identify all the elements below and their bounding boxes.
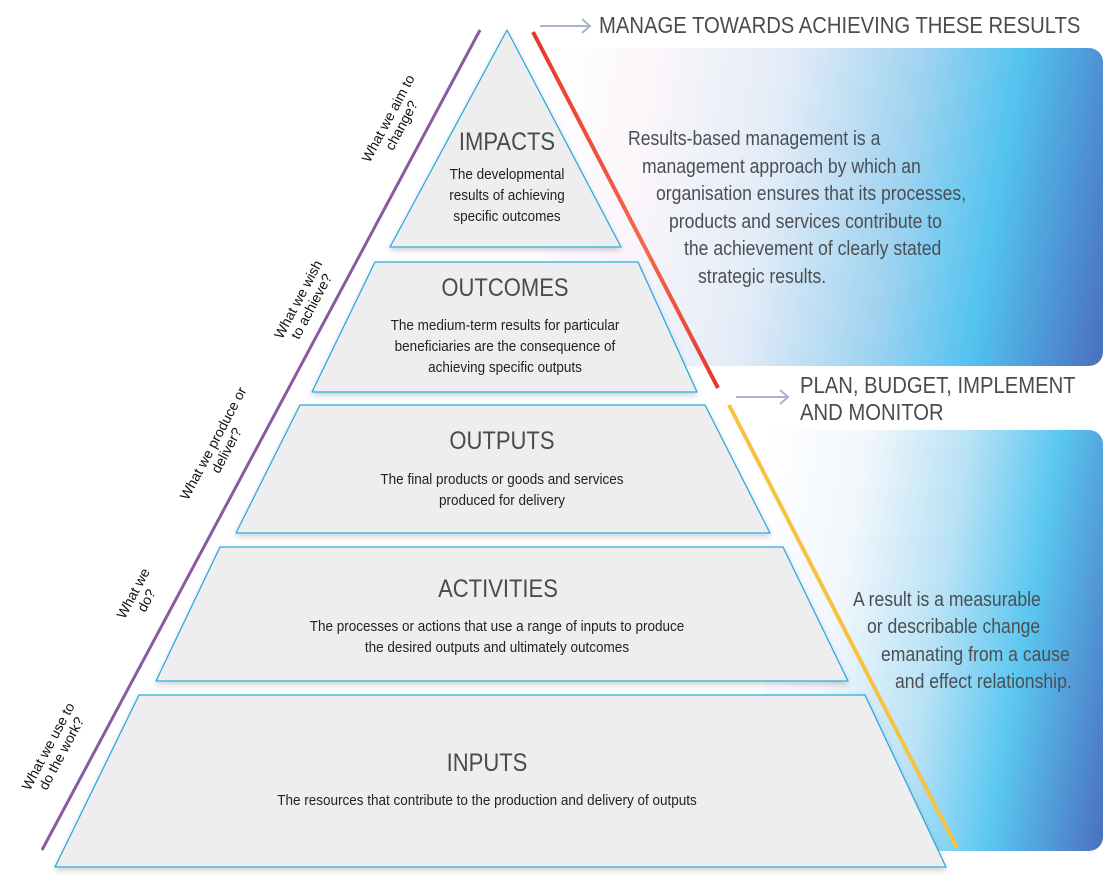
tier-outcomes <box>311 261 698 393</box>
yellow-plan-line <box>727 404 959 849</box>
desc-line: specific outcomes <box>453 208 561 225</box>
tier-title-inputs: INPUTS <box>446 749 528 777</box>
desc-line: The developmental <box>449 166 565 183</box>
desc-line: The processes or actions that use a rang… <box>309 618 685 635</box>
desc-line: The medium-term results for particular <box>390 317 620 334</box>
header-manage-results: MANAGE TOWARDS ACHIEVING THESE RESULTS <box>599 12 1081 38</box>
tier-outputs <box>235 404 771 534</box>
quote-line: and effect relationship. <box>895 671 1072 693</box>
tier-title-outcomes: OUTCOMES <box>441 274 569 302</box>
tier-inputs <box>54 694 947 868</box>
header-plan-line2: AND MONITOR <box>800 399 944 425</box>
quote-line: strategic results. <box>698 266 827 288</box>
tier-desc-inputs: The resources that contribute to the pro… <box>217 790 757 811</box>
desc-line: beneficiaries are the consequence of <box>394 338 616 355</box>
quote-line: management approach by which an <box>642 156 921 178</box>
quote-line: emanating from a cause <box>881 644 1070 666</box>
desc-line: achieving specific outputs <box>428 359 582 376</box>
red-results-line <box>531 31 720 389</box>
quote-line: or describable change <box>867 616 1041 638</box>
desc-line: the desired outputs and ultimately outco… <box>364 639 630 656</box>
tier-title-outputs: OUTPUTS <box>449 427 555 455</box>
desc-line: The resources that contribute to the pro… <box>277 792 697 809</box>
desc-line: The final products or goods and services <box>380 471 624 488</box>
desc-line: produced for delivery <box>438 492 566 509</box>
tier-desc-outcomes: The medium-term results for particular b… <box>325 315 685 378</box>
tier-desc-outputs: The final products or goods and services… <box>300 469 705 511</box>
quote-line: A result is a measurable <box>853 589 1041 611</box>
arrow-right-icon <box>540 18 592 34</box>
tier-title-impacts: IMPACTS <box>458 128 556 156</box>
quote-line: Results-based management is a <box>628 128 881 150</box>
tier-impacts <box>389 29 622 248</box>
tier-title-activities: ACTIVITIES <box>438 575 558 603</box>
tier-desc-impacts: The developmental results of achieving s… <box>417 164 597 227</box>
quote-line: the achievement of clearly stated <box>684 238 942 260</box>
arrow-right-icon <box>736 389 790 405</box>
tier-activities <box>155 546 849 682</box>
purple-axis-line <box>40 29 482 851</box>
quote-line: products and services contribute to <box>669 211 942 233</box>
quote-line: organisation ensures that its processes, <box>656 183 967 205</box>
desc-line: results of achieving <box>449 187 565 204</box>
header-plan-line1: PLAN, BUDGET, IMPLEMENT <box>800 372 1076 398</box>
tier-desc-activities: The processes or actions that use a rang… <box>227 616 767 658</box>
